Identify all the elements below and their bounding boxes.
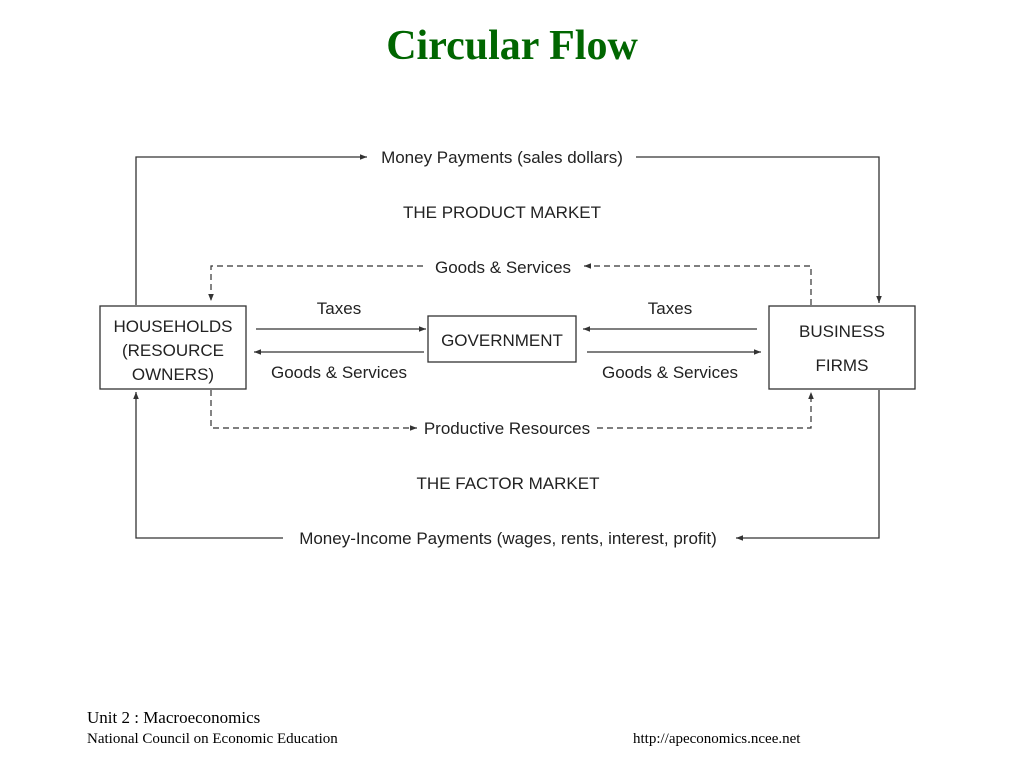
money-income-line-left xyxy=(133,392,283,539)
money-income-line-right xyxy=(736,390,880,541)
households-node: HOUSEHOLDS (RESOURCE OWNERS) xyxy=(99,305,247,390)
government-node: GOVERNMENT xyxy=(427,315,577,363)
footer-unit: Unit 2 : Macroeconomics xyxy=(87,708,261,727)
households-label-line-1: HOUSEHOLDS xyxy=(113,317,232,336)
business-node: BUSINESS FIRMS xyxy=(768,305,916,390)
product-market-label: THE PRODUCT MARKET xyxy=(403,203,601,222)
goods-services-top-flow xyxy=(208,263,812,305)
government-label: GOVERNMENT xyxy=(441,331,563,350)
productive-resources-label: Productive Resources xyxy=(424,419,590,438)
households-box xyxy=(99,305,247,390)
money-income-flow xyxy=(133,390,880,541)
taxes-left-label: Taxes xyxy=(317,299,361,318)
business-box xyxy=(768,305,916,390)
money-payments-line-right xyxy=(636,156,882,303)
productive-resources-line-right xyxy=(597,392,814,429)
households-label-line-2: (RESOURCE xyxy=(122,341,224,360)
government-box xyxy=(427,315,577,363)
taxes-right-label: Taxes xyxy=(648,299,692,318)
money-payments-label: Money Payments (sales dollars) xyxy=(381,148,623,167)
households-government-flows xyxy=(254,326,426,355)
business-government-flows xyxy=(583,326,761,355)
goods-services-left-label: Goods & Services xyxy=(271,363,407,382)
slide-title: Circular Flow xyxy=(386,23,638,69)
goods-services-top-line-right xyxy=(584,263,812,305)
money-income-label: Money-Income Payments (wages, rents, int… xyxy=(299,529,717,548)
goods-services-right-label: Goods & Services xyxy=(602,363,738,382)
goods-services-top-line-left xyxy=(208,265,423,301)
business-label-line-2: FIRMS xyxy=(816,356,869,375)
footer-url: http://apeconomics.ncee.net xyxy=(633,731,801,747)
productive-resources-flow xyxy=(210,390,814,431)
footer-organization: National Council on Economic Education xyxy=(87,731,338,747)
goods-services-top-label: Goods & Services xyxy=(435,258,571,277)
business-label-line-1: BUSINESS xyxy=(799,322,885,341)
factor-market-label: THE FACTOR MARKET xyxy=(417,474,600,493)
money-payments-line-left xyxy=(135,154,367,305)
productive-resources-line-left xyxy=(210,390,417,431)
money-payments-flow xyxy=(135,154,882,305)
households-label-line-3: OWNERS) xyxy=(132,365,214,384)
